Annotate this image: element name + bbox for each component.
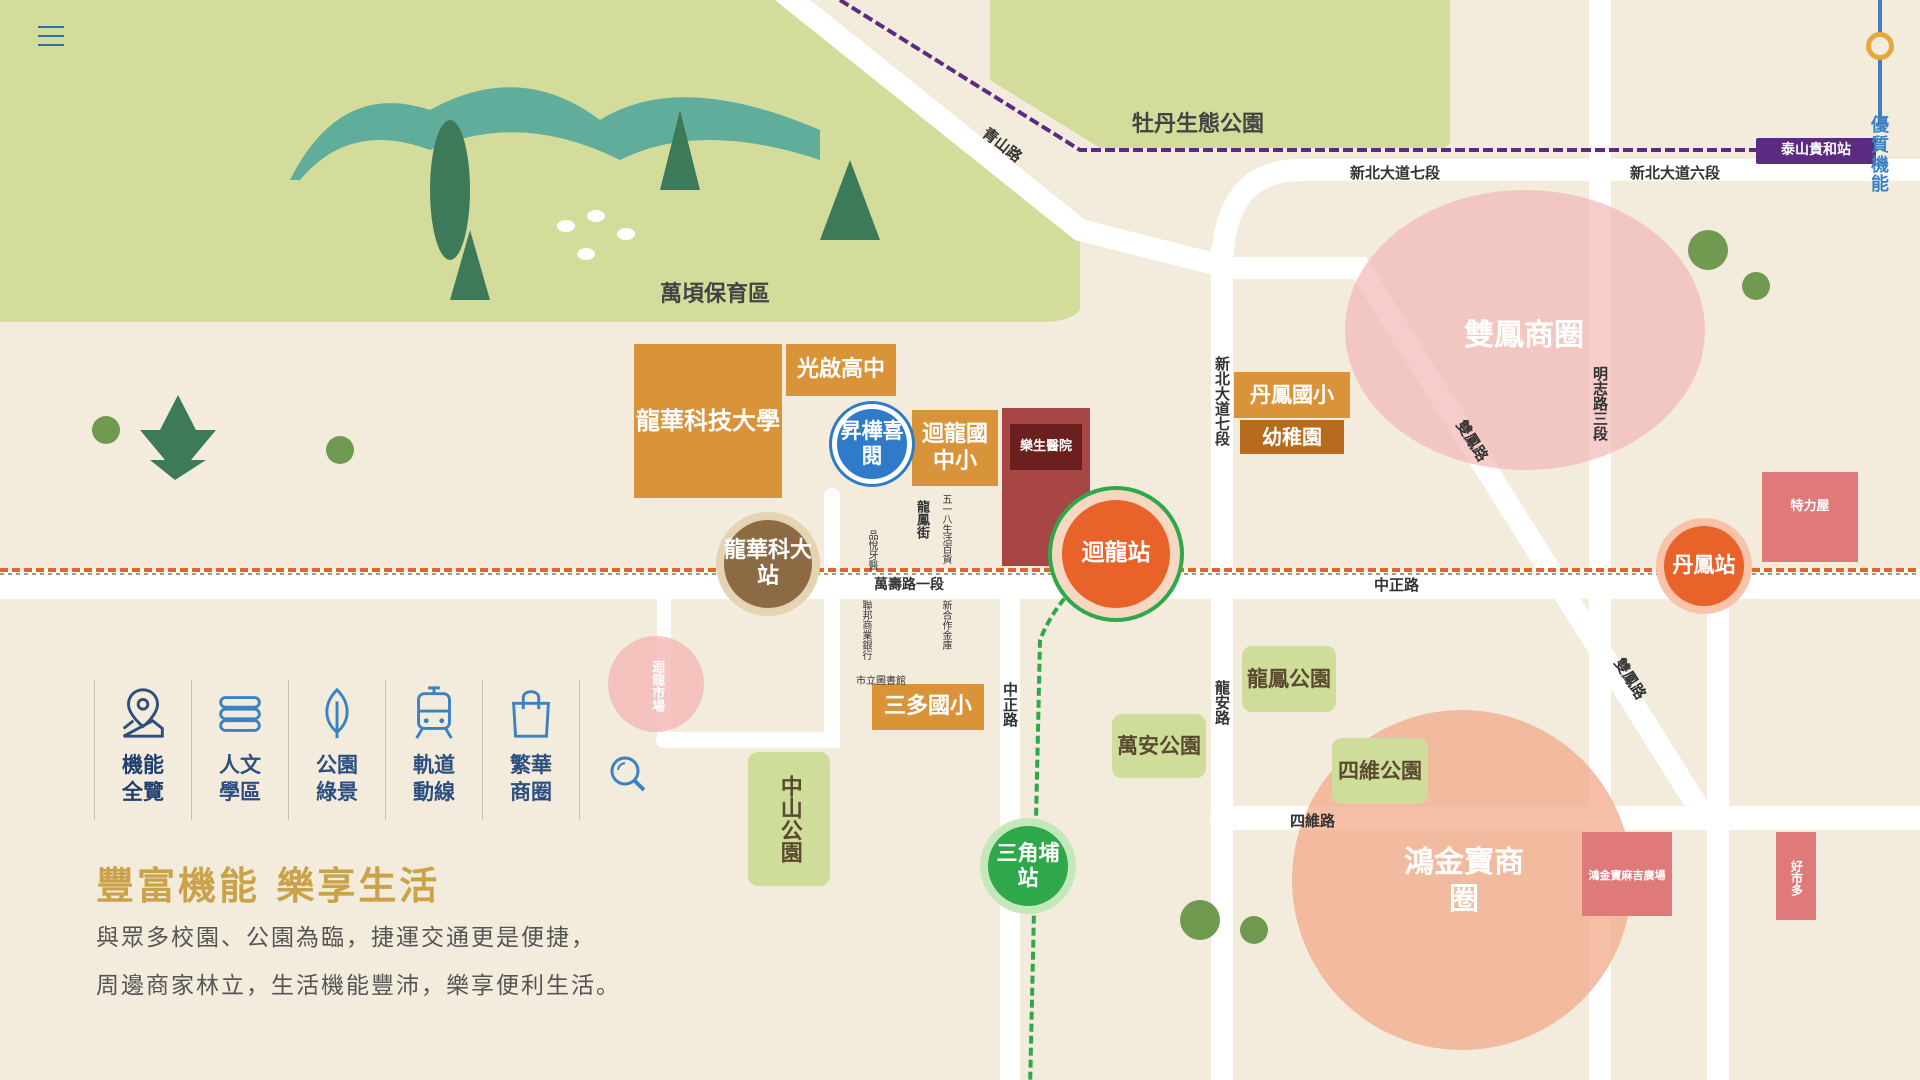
tejia-block bbox=[1762, 472, 1858, 562]
road-label-xinbei7: 新北大道七段 bbox=[1350, 164, 1441, 182]
search-button[interactable] bbox=[579, 680, 676, 820]
rail-toggle-knob[interactable] bbox=[1866, 32, 1894, 60]
hongjinbao-plaza-block bbox=[1582, 832, 1672, 916]
road-local-loop bbox=[656, 488, 840, 748]
road-label-longfeng-street: 龍鳳街 bbox=[914, 500, 929, 539]
train-icon bbox=[415, 686, 453, 739]
nav-shopping[interactable]: 繁華 商圈 bbox=[482, 680, 579, 820]
wanan-park[interactable]: 萬安公園 bbox=[1112, 714, 1206, 778]
wanqing-green-area bbox=[0, 0, 1080, 322]
station-danfeng[interactable]: 丹鳳站 bbox=[1656, 518, 1752, 614]
label-cooperative-bank: 新合作金庫 bbox=[940, 600, 951, 650]
guangqi-high-school[interactable]: 光啟高中 bbox=[786, 344, 896, 396]
hongjinbao-commercial-label[interactable]: 鴻金寶商圈 bbox=[1404, 844, 1524, 918]
label-518-store: 五一八生活百貨 bbox=[940, 494, 951, 564]
hospital-label[interactable]: 樂生醫院 bbox=[1019, 438, 1072, 454]
hospital-sign-bg bbox=[1010, 424, 1082, 470]
mudan-park-label[interactable]: 牡丹生態公園 bbox=[1132, 112, 1265, 137]
nav-label-rail: 軌道 動線 bbox=[413, 753, 455, 805]
leaf-icon bbox=[325, 687, 349, 739]
huilong-market-area bbox=[608, 636, 704, 732]
station-lunghwa[interactable]: 龍華科大站 bbox=[716, 512, 820, 616]
search-icon bbox=[610, 756, 646, 792]
danfeng-elementary[interactable]: 丹鳳國小 bbox=[1234, 372, 1350, 418]
siwei-park[interactable]: 四維公園 bbox=[1332, 738, 1428, 804]
road-label-wanshou: 萬壽路一段 bbox=[874, 577, 944, 593]
lunghwa-university[interactable]: 龍華科技大學 bbox=[634, 344, 782, 498]
label-city-library: 市立圖書館 bbox=[856, 676, 906, 687]
costco-block bbox=[1776, 832, 1816, 920]
road-xinbei-h bbox=[1211, 159, 1920, 281]
nav-label-shopping: 繁華 商圈 bbox=[510, 753, 552, 805]
road-label-longan: 龍安路 bbox=[1213, 680, 1231, 725]
label-union-bank: 聯邦商業銀行 bbox=[860, 600, 871, 660]
hongjinbao-plaza-label[interactable]: 鴻金寶麻吉廣場 bbox=[1588, 869, 1666, 883]
zhongshan-park[interactable]: 中山公園 bbox=[748, 752, 830, 886]
body-line-1: 與眾多校園、公園為臨，捷運交通更是便捷， bbox=[96, 925, 596, 951]
nav-label-parks: 公園 綠景 bbox=[316, 753, 358, 805]
road-label-siwei: 四維路 bbox=[1290, 812, 1336, 830]
danfeng-kindergarten[interactable]: 幼稚園 bbox=[1240, 420, 1344, 454]
shuangfeng-commercial-area bbox=[1345, 190, 1705, 470]
nav-rail-transport[interactable]: 軌道 動線 bbox=[385, 680, 482, 820]
hamburger-menu-icon[interactable] bbox=[38, 26, 64, 48]
page-headline: 豐富機能 樂享生活 bbox=[96, 863, 441, 908]
road-label-mingzhi: 明志路三段 bbox=[1591, 366, 1609, 441]
books-icon bbox=[219, 696, 261, 732]
label-pinyue-dental: 品悅牙醫 bbox=[866, 530, 877, 570]
station-taishan-guihe[interactable]: 泰山貴和站 bbox=[1756, 138, 1876, 164]
sheep bbox=[557, 210, 635, 260]
wanqing-label: 萬頃保育區 bbox=[660, 282, 771, 307]
road-label-xinbei7-v: 新北大道七段 bbox=[1213, 356, 1231, 446]
road-diagonal-nw bbox=[774, 0, 1241, 279]
nav-label-all: 機能 全覽 bbox=[122, 753, 164, 805]
shopping-bag-icon bbox=[512, 690, 550, 738]
rail-label[interactable]: 優 質 機 能 bbox=[1871, 115, 1889, 196]
trees bbox=[140, 110, 880, 480]
right-rail-line bbox=[1878, 0, 1882, 120]
station-huilong[interactable]: 迴龍站 bbox=[1052, 490, 1180, 618]
nav-all-amenities[interactable]: 機能 全覽 bbox=[94, 680, 191, 820]
category-nav: 機能 全覽 人文 學區 公園 綠景 軌道 動線 繁華 商圈 bbox=[94, 680, 676, 820]
road-label-xinbei6: 新北大道六段 bbox=[1630, 164, 1721, 182]
nav-parks-greenery[interactable]: 公園 綠景 bbox=[288, 680, 385, 820]
road-label-zhongzheng-v: 中正路 bbox=[1001, 682, 1019, 727]
nav-culture-school[interactable]: 人文 學區 bbox=[191, 680, 288, 820]
huilong-market-label[interactable]: 迴龍市場 bbox=[649, 660, 665, 712]
mudan-green-area bbox=[990, 0, 1450, 148]
nav-label-culture: 人文 學區 bbox=[219, 753, 261, 805]
huilong-school[interactable]: 迴龍國中小 bbox=[912, 410, 998, 486]
road-label-zhongzheng: 中正路 bbox=[1374, 576, 1420, 594]
sanduo-elementary[interactable]: 三多國小 bbox=[872, 684, 984, 730]
site-marker[interactable]: 昇樺喜閱 bbox=[832, 404, 912, 484]
longfeng-park[interactable]: 龍鳳公園 bbox=[1242, 646, 1336, 712]
trees-light bbox=[92, 230, 1770, 944]
station-sanjiaopu[interactable]: 三角埔站 bbox=[980, 818, 1076, 914]
shuangfeng-commercial-label[interactable]: 雙鳳商圈 bbox=[1464, 318, 1584, 354]
hills-shape bbox=[290, 87, 820, 180]
map-pin-icon bbox=[122, 688, 164, 738]
body-line-2: 周邊商家林立，生活機能豐沛，樂享便利生活。 bbox=[96, 973, 621, 999]
costco-label[interactable]: 好市多 bbox=[1789, 860, 1804, 896]
metro-purple-line bbox=[838, 0, 1860, 152]
road-shuangfeng bbox=[1211, 257, 1711, 821]
tejia-label[interactable]: 特力屋 bbox=[1790, 498, 1830, 514]
